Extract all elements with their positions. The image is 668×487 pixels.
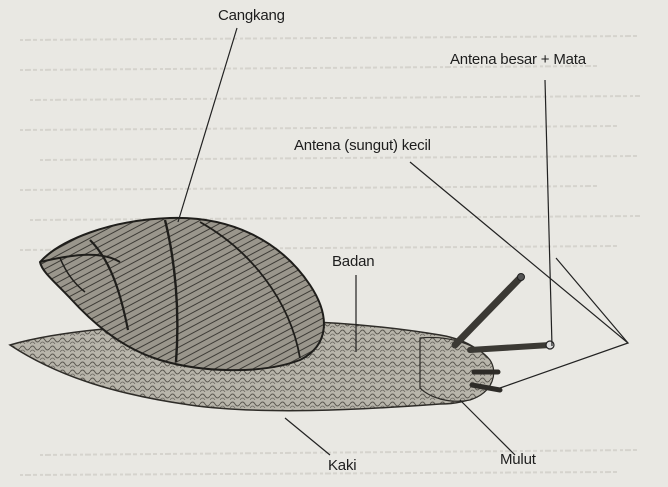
leader-foot [285,418,330,455]
big-tentacle-front [470,345,550,350]
snail-illustration [10,218,554,411]
label-small-antenna: Antena (sungut) kecil [294,138,431,153]
label-big-antenna-eye: Antena besar + Mata [450,52,586,67]
label-mouth: Mulut [500,452,536,467]
leader-shell [178,28,237,222]
label-shell: Cangkang [218,8,285,23]
leader-big-antenna [545,80,552,346]
leader-small-antenna-extra [556,258,628,343]
label-foot: Kaki [328,458,356,473]
label-body: Badan [332,254,374,269]
eye-tip [546,341,554,349]
big-tentacle-upper [455,278,520,345]
leader-mouth [460,400,515,455]
